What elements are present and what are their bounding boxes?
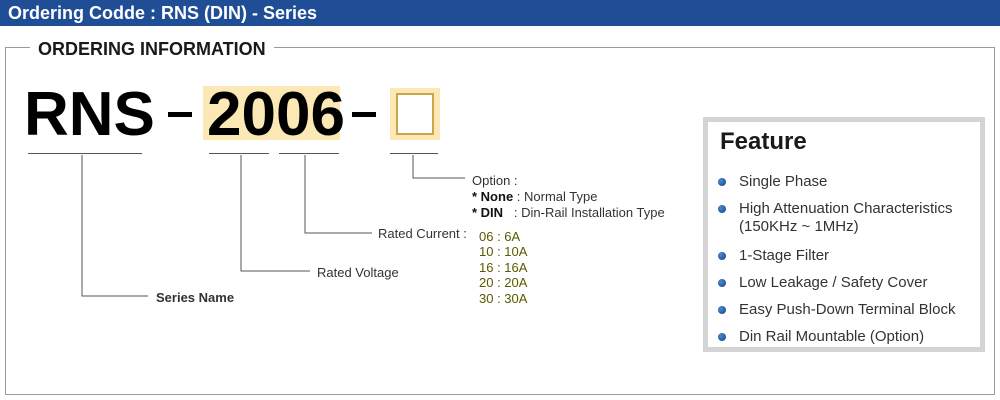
code-dash-1	[168, 112, 192, 117]
current-leader	[304, 155, 372, 234]
code-dash-2	[352, 112, 376, 117]
rated-current-value: 10 : 10A	[479, 244, 528, 259]
rated-current-value: 20 : 20A	[479, 275, 528, 290]
option-din-desc: : Din-Rail Installation Type	[503, 205, 665, 220]
code-rating: 2006	[207, 80, 345, 149]
ordering-frame	[5, 47, 995, 395]
voltage-underline	[209, 153, 269, 154]
rated-current-value: 06 : 6A	[479, 229, 521, 244]
bullet-icon	[718, 252, 726, 260]
voltage-leader	[240, 155, 310, 272]
feature-item-text: Single Phase	[739, 173, 828, 190]
option-leader	[412, 155, 465, 179]
series-underline	[28, 153, 142, 154]
current-underline	[279, 153, 339, 154]
bullet-icon	[718, 178, 726, 186]
bullet-icon	[718, 333, 726, 341]
feature-item-text: (150KHz ~ 1MHz)	[739, 218, 859, 235]
series-name-label: Series Name	[156, 290, 235, 305]
option-none-desc: : Normal Type	[513, 189, 598, 204]
rated-current-value: 16 : 16A	[479, 260, 528, 275]
rated-current-value: 30 : 30A	[479, 291, 528, 306]
option-none-line: * None : Normal Type	[472, 189, 597, 204]
option-din-line: * DIN : Din-Rail Installation Type	[472, 205, 665, 220]
feature-item-text: Din Rail Mountable (Option)	[739, 328, 925, 345]
bullet-icon	[718, 205, 726, 213]
rated-voltage-label: Rated Voltage	[317, 265, 399, 280]
option-underline	[390, 153, 438, 154]
rating-highlight	[203, 86, 340, 140]
bullet-icon	[718, 306, 726, 314]
option-din-key: * DIN	[472, 205, 504, 220]
feature-item-text: Low Leakage / Safety Cover	[739, 274, 928, 291]
series-leader	[81, 155, 148, 297]
option-title: Option :	[472, 173, 518, 188]
feature-item-text: Easy Push-Down Terminal Block	[739, 301, 956, 318]
feature-box: Feature Single Phase High Attenuation Ch…	[703, 117, 985, 352]
bullet-icon	[718, 279, 726, 287]
feature-title: Feature	[720, 128, 807, 155]
section-label: ORDERING INFORMATION	[30, 39, 274, 60]
option-none-key: * None	[472, 189, 514, 204]
page-title: Ordering Codde : RNS (DIN) - Series	[8, 3, 318, 23]
rated-current-label: Rated Current :	[378, 226, 467, 241]
code-series: RNS	[24, 80, 155, 149]
feature-item-text: High Attenuation Characteristics	[739, 200, 953, 217]
option-box	[396, 93, 434, 135]
feature-item-text: 1-Stage Filter	[739, 247, 830, 264]
header-bar: Ordering Codde : RNS (DIN) - Series	[0, 0, 1000, 26]
